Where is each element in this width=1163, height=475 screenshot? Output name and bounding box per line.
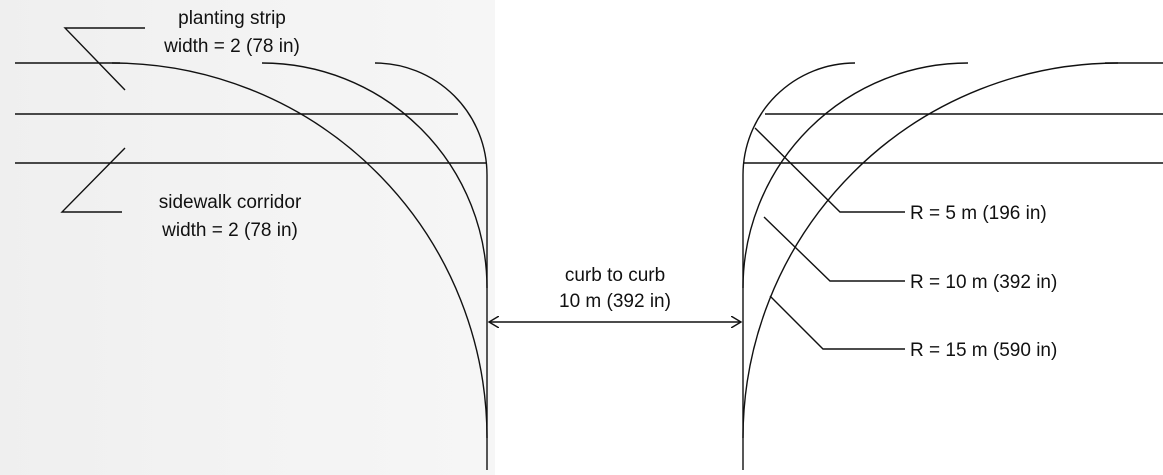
right-curb-radius-15m xyxy=(742,62,1119,439)
radius-5m-label: R = 5 m (196 in) xyxy=(910,203,1047,224)
right-curb-radius-5m xyxy=(742,62,856,176)
planting-strip-label-line2: width = 2 (78 in) xyxy=(163,36,300,57)
planting-strip-label-line1: planting strip xyxy=(178,8,286,29)
right-corner xyxy=(742,62,1163,470)
planting-strip-leader xyxy=(63,27,145,91)
left-curb-radius-5m xyxy=(374,62,488,176)
radius-10m-leader xyxy=(763,216,905,282)
radius-5m-leader xyxy=(754,127,905,213)
radius-15m-label: R = 15 m (590 in) xyxy=(910,340,1057,361)
right-curb-radius-10m xyxy=(742,62,969,289)
curb-to-curb-label-line1: curb to curb xyxy=(565,265,665,286)
sidewalk-corridor-leader xyxy=(60,147,126,213)
radius-15m-leader xyxy=(769,295,905,350)
left-corner xyxy=(15,62,488,470)
radius-10m-label: R = 10 m (392 in) xyxy=(910,272,1057,293)
left-curb-radius-15m xyxy=(111,62,488,439)
sidewalk-corridor-label-line2: width = 2 (78 in) xyxy=(161,220,298,241)
left-block-background xyxy=(0,0,495,475)
sidewalk-corridor-label-line1: sidewalk corridor xyxy=(159,192,302,213)
curb-to-curb-label-line2: 10 m (392 in) xyxy=(559,291,671,312)
left-curb-radius-10m xyxy=(261,62,488,289)
